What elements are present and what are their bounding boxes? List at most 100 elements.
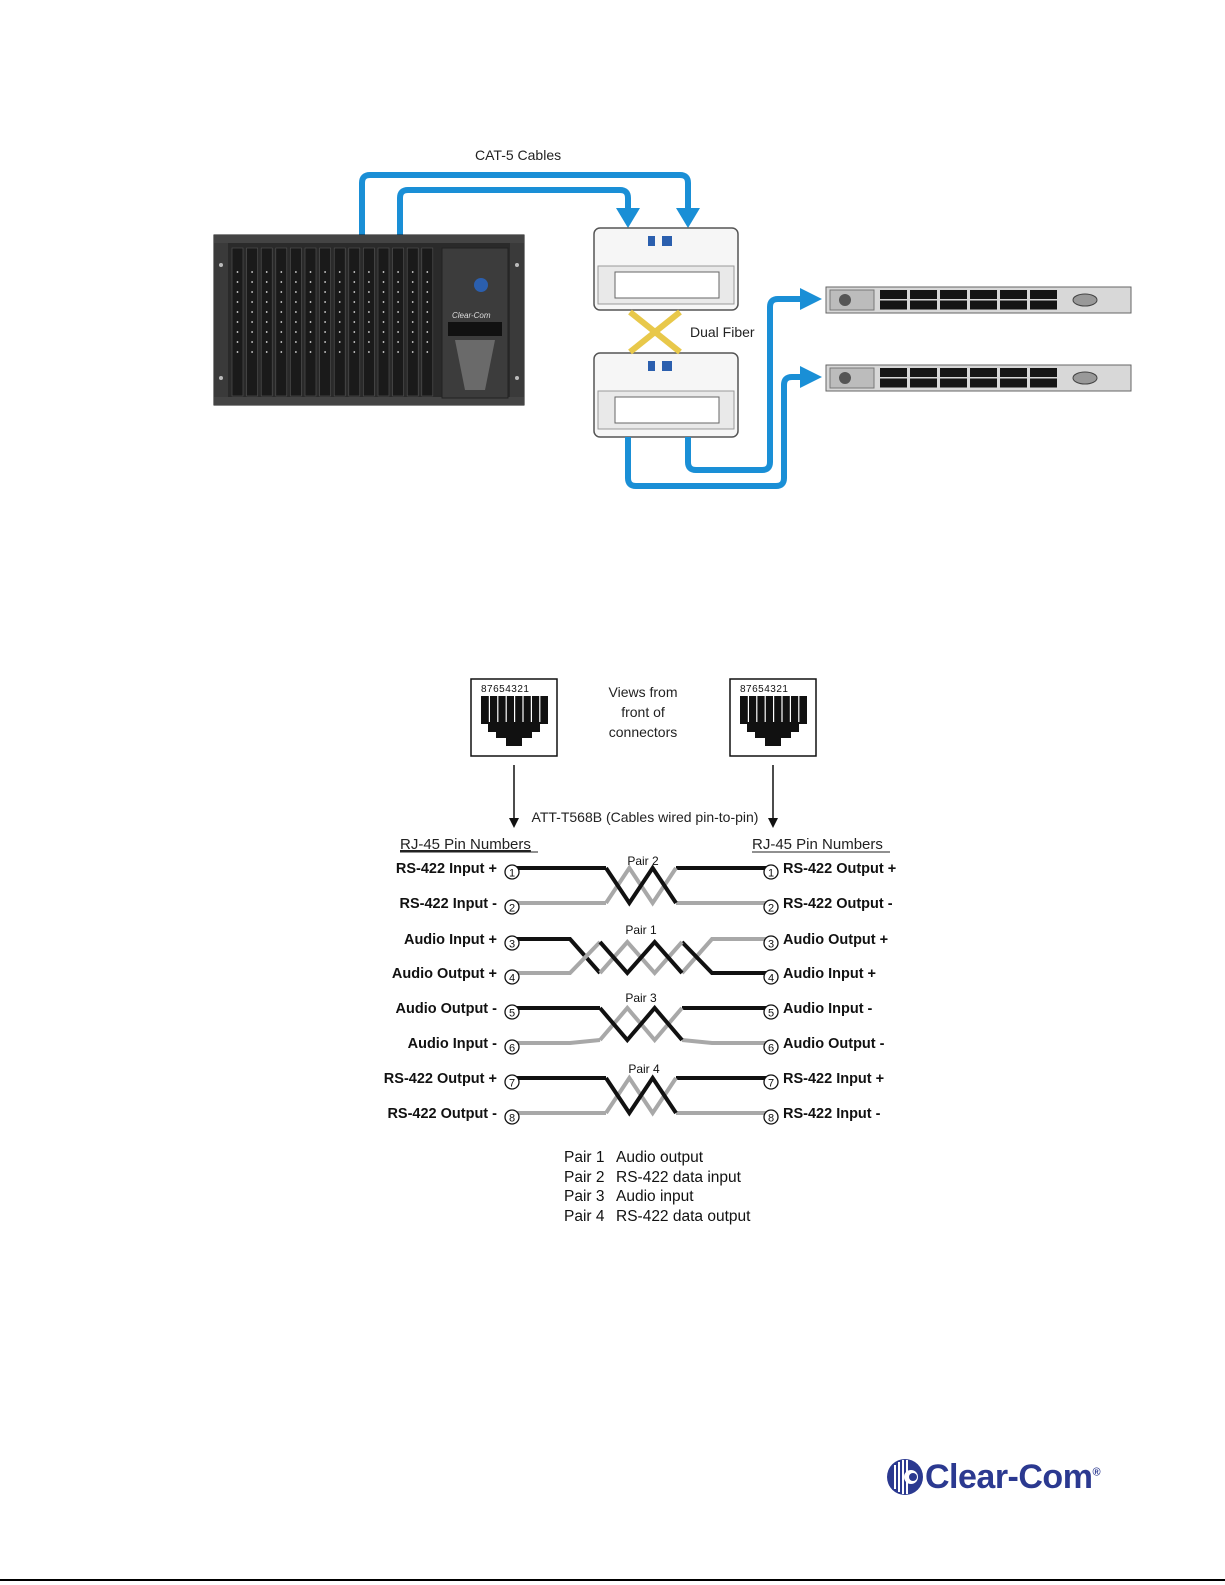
card-led: [411, 301, 414, 303]
card-led: [411, 281, 414, 283]
panel-key: [1000, 378, 1027, 388]
card-led: [265, 341, 268, 343]
card-led: [251, 301, 254, 303]
pin-circle: [504, 1074, 520, 1090]
card-led: [338, 321, 341, 323]
card-led: [251, 311, 254, 313]
pin-number: 1: [768, 868, 774, 880]
card-led: [236, 311, 239, 313]
card-led: [397, 271, 399, 273]
card-led: [382, 351, 385, 353]
card-led: [353, 281, 356, 283]
card-led: [411, 271, 414, 273]
panel-key: [970, 378, 997, 388]
card-led: [397, 281, 399, 283]
panel-key: [1030, 300, 1057, 310]
card-led: [280, 271, 283, 273]
pin-number: 3: [768, 939, 774, 951]
right-pin-label: Audio Output +: [783, 932, 888, 948]
panel-key: [1030, 378, 1057, 388]
right-header: RJ-45 Pin Numbers: [752, 836, 883, 853]
card-led: [251, 271, 254, 273]
pin-number: 5: [509, 1008, 515, 1020]
card-led: [309, 291, 312, 293]
card-led: [411, 351, 414, 353]
card-led: [236, 341, 239, 343]
card-led: [236, 271, 239, 273]
arrow-head: [800, 366, 822, 388]
pin-number: 4: [509, 973, 515, 985]
svg-text:87654321: 87654321: [481, 684, 530, 695]
pin-circle: [504, 1039, 520, 1055]
card-led: [251, 351, 254, 353]
card-led: [397, 301, 399, 303]
pin-circle: [763, 899, 779, 915]
wire: [681, 1038, 771, 1045]
card-led: [324, 281, 326, 283]
card-led: [397, 341, 399, 343]
card-led: [411, 291, 414, 293]
panel-key: [970, 368, 997, 377]
pin-circle: [763, 935, 779, 951]
fiber-converter-top: [593, 227, 739, 311]
system-connection-diagram: CAT-5 Cables Clear-Com Dual Fiber: [213, 147, 1132, 489]
card-led: [353, 331, 356, 333]
card-led: [382, 311, 385, 313]
card-led: [236, 301, 239, 303]
card-led: [338, 271, 341, 273]
right-pin-label: RS-422 Output +: [783, 861, 896, 877]
frame-logo: Clear-Com: [452, 311, 491, 320]
panel-key: [1000, 368, 1027, 377]
fiber-strand-2: [628, 309, 682, 355]
card-led: [295, 291, 297, 293]
left-header: RJ-45 Pin Numbers: [400, 836, 531, 853]
card-led: [382, 331, 385, 333]
card-led: [382, 291, 385, 293]
svg-text:87654321: 87654321: [740, 684, 789, 695]
wire: [512, 940, 602, 975]
right-pin-label: Audio Input -: [783, 1001, 873, 1017]
fiber-converter-bottom: [593, 352, 739, 438]
card-led: [324, 291, 326, 293]
matrix-frame: Clear-Com: [213, 234, 525, 406]
card-led: [426, 291, 429, 293]
card-led: [324, 351, 326, 353]
pair-label: Pair 2: [627, 854, 659, 868]
pin-circle: [763, 969, 779, 985]
card-led: [368, 291, 370, 293]
card-led: [251, 291, 254, 293]
left-pin-label: RS-422 Output -: [387, 1106, 497, 1122]
views-label-2: front of: [621, 704, 665, 720]
card-led: [295, 331, 297, 333]
wire: [680, 940, 771, 975]
wire: [680, 937, 771, 975]
pin-circle: [504, 864, 520, 880]
card-led: [382, 341, 385, 343]
card-led: [368, 271, 370, 273]
panel-key: [970, 300, 997, 310]
left-pin-label: Audio Input -: [408, 1036, 498, 1052]
left-pin-label: RS-422 Output +: [384, 1071, 497, 1087]
left-pin-label: Audio Output +: [392, 966, 497, 982]
clear-com-logo-icon: [887, 1459, 923, 1495]
card-led: [236, 291, 239, 293]
left-pin-label: RS-422 Input +: [396, 861, 497, 877]
pin-number: 1: [509, 868, 515, 880]
pin-circle: [504, 969, 520, 985]
panel-key: [880, 300, 907, 310]
card-led: [251, 281, 254, 283]
card-led: [397, 351, 399, 353]
cat5-cable-4: [625, 374, 805, 489]
pin-number: 7: [509, 1078, 515, 1090]
card-led: [295, 351, 297, 353]
card-led: [426, 351, 429, 353]
pin-number: 3: [509, 939, 515, 951]
card-led: [265, 331, 268, 333]
pair-label: Pair 3: [625, 991, 657, 1005]
card-led: [368, 321, 370, 323]
card-led: [280, 291, 283, 293]
cat5-cable-3: [685, 296, 805, 473]
pin-number: 5: [768, 1008, 774, 1020]
card-led: [426, 311, 429, 313]
